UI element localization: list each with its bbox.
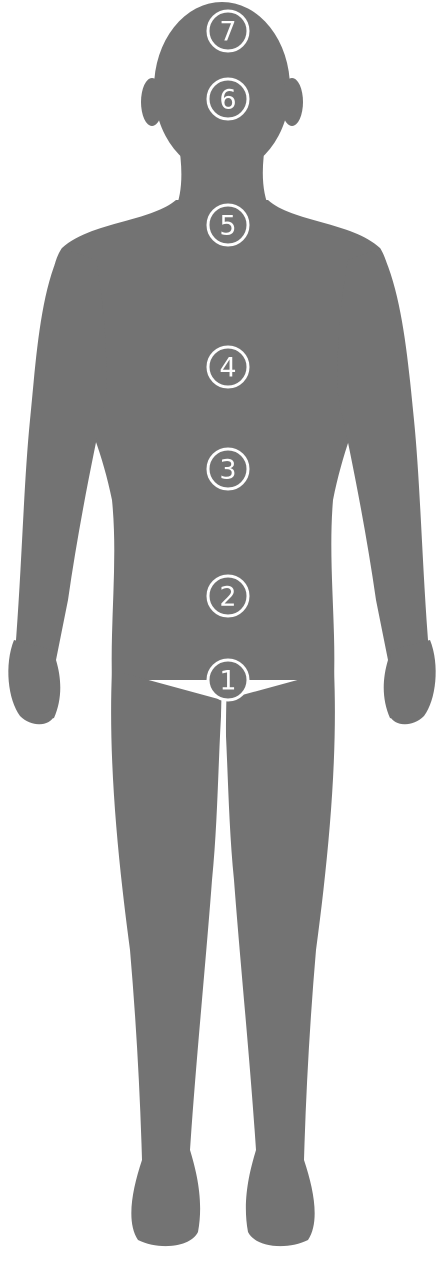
marker-1: 1 bbox=[208, 660, 248, 700]
neck bbox=[175, 140, 270, 210]
marker-4: 4 bbox=[208, 347, 248, 387]
marker-6: 6 bbox=[208, 79, 248, 119]
marker-3: 3 bbox=[208, 449, 248, 489]
marker-label: 5 bbox=[219, 211, 236, 242]
marker-label: 7 bbox=[219, 17, 236, 48]
marker-7: 7 bbox=[208, 11, 248, 51]
marker-label: 3 bbox=[219, 455, 236, 486]
marker-label: 6 bbox=[219, 85, 236, 116]
leg-gap-line bbox=[223, 696, 226, 880]
right-ear bbox=[281, 78, 303, 126]
marker-2: 2 bbox=[208, 576, 248, 616]
marker-label: 1 bbox=[219, 666, 236, 697]
marker-5: 5 bbox=[208, 205, 248, 245]
left-ear bbox=[141, 78, 163, 126]
marker-label: 2 bbox=[219, 582, 236, 613]
marker-label: 4 bbox=[219, 353, 236, 384]
markers: 7 6 5 4 3 2 1 bbox=[208, 11, 248, 700]
